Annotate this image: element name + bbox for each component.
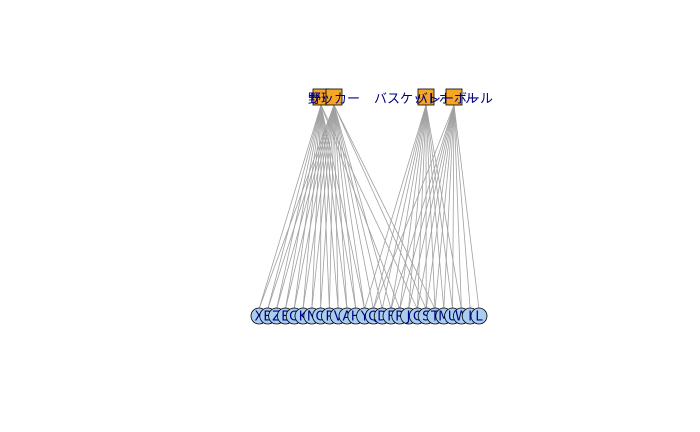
edge-t2-P bbox=[329, 104, 335, 310]
edge-t4-M bbox=[443, 104, 455, 310]
edge-t2-D bbox=[333, 104, 383, 310]
node-L[interactable] bbox=[470, 307, 488, 325]
edge-t4-S bbox=[425, 104, 455, 310]
edge-t1-N bbox=[311, 104, 322, 310]
node-label-T: T bbox=[430, 310, 439, 325]
edge-t4-L bbox=[453, 104, 480, 310]
node-label-L: L bbox=[475, 310, 483, 325]
node-label-H: H bbox=[351, 310, 361, 325]
node-label-U: U bbox=[448, 310, 458, 325]
node-label-P: P bbox=[325, 310, 333, 325]
edge-t3-U bbox=[425, 104, 453, 310]
edge-t1-E bbox=[285, 104, 322, 310]
edge-t3-M bbox=[425, 104, 445, 310]
edge-t4-F bbox=[390, 104, 455, 310]
edge-t2-E bbox=[285, 104, 335, 310]
category-label-t2: サッカー bbox=[308, 92, 360, 107]
edge-t2-A bbox=[333, 104, 348, 310]
edge-t3-D bbox=[381, 104, 427, 310]
edge-t3-F bbox=[390, 104, 427, 310]
edge-t2-Y bbox=[333, 104, 365, 310]
node-label-K: K bbox=[299, 310, 308, 325]
node-label-O: O bbox=[315, 310, 325, 325]
edge-t2-S bbox=[333, 104, 427, 310]
category-node-t2[interactable] bbox=[325, 88, 343, 106]
edge-t1-B bbox=[267, 104, 322, 310]
edge-t2-H bbox=[333, 104, 357, 310]
edge-t2-Q bbox=[333, 104, 374, 310]
edge-t3-W bbox=[425, 104, 462, 310]
edge-t2-Z bbox=[276, 104, 335, 310]
node-label-S: S bbox=[422, 310, 430, 325]
edge-t2-B bbox=[267, 104, 335, 310]
node-label-F: F bbox=[387, 310, 394, 325]
edge-t1-K bbox=[302, 104, 322, 310]
edge-t2-O bbox=[320, 104, 335, 310]
edge-t3-J bbox=[408, 104, 427, 310]
edge-t2-V bbox=[333, 104, 339, 310]
edge-t1-X bbox=[258, 104, 322, 310]
edge-t4-C bbox=[417, 104, 455, 310]
category-node-t3[interactable] bbox=[417, 88, 435, 106]
edge-t2-X bbox=[258, 104, 335, 310]
edge-t4-R bbox=[399, 104, 455, 310]
node-label-V: V bbox=[334, 310, 343, 325]
node-label-D: D bbox=[377, 310, 387, 325]
edge-t1-H bbox=[320, 104, 357, 310]
edge-t4-J bbox=[408, 104, 455, 310]
node-label-N: N bbox=[307, 310, 317, 325]
edge-t3-Q bbox=[373, 104, 427, 310]
top-node-layer: 野球サッカーバスケットボールバレーボール bbox=[308, 88, 493, 107]
edge-t4-U bbox=[452, 104, 455, 310]
node-label-I: I bbox=[468, 310, 472, 325]
edge-t4-I bbox=[453, 104, 471, 310]
node-label-G: G bbox=[289, 310, 299, 325]
edge-t2-K bbox=[302, 104, 335, 310]
edge-t4-T bbox=[434, 104, 455, 310]
edge-t4-Q bbox=[373, 104, 455, 310]
node-label-E: E bbox=[281, 310, 289, 325]
edge-layer bbox=[258, 104, 480, 310]
edge-t3-R bbox=[399, 104, 427, 310]
node-label-M: M bbox=[438, 310, 449, 325]
edge-t3-C bbox=[417, 104, 427, 310]
edge-t1-V bbox=[320, 104, 339, 310]
edge-t1-P bbox=[320, 104, 330, 310]
edge-t2-T bbox=[333, 104, 436, 310]
edge-t3-T bbox=[425, 104, 436, 310]
edge-t2-N bbox=[311, 104, 335, 310]
edge-t4-W bbox=[453, 104, 462, 310]
node-label-C: C bbox=[413, 310, 422, 325]
category-label-t4: バレーボール bbox=[415, 92, 493, 107]
node-label-Y: Y bbox=[360, 310, 369, 325]
edge-t1-Y bbox=[320, 104, 365, 310]
edge-t1-G bbox=[293, 104, 322, 310]
edge-t2-F bbox=[333, 104, 392, 310]
edge-t3-Y bbox=[364, 104, 427, 310]
edge-t2-G bbox=[293, 104, 335, 310]
node-label-Q: Q bbox=[368, 310, 378, 325]
category-node-t4[interactable] bbox=[445, 88, 463, 106]
node-label-X: X bbox=[255, 310, 264, 325]
node-label-A: A bbox=[343, 310, 352, 325]
node-label-R: R bbox=[395, 310, 404, 325]
node-label-J: J bbox=[406, 310, 411, 325]
node-label-Z: Z bbox=[272, 310, 281, 325]
node-label-B: B bbox=[263, 310, 272, 325]
edge-t1-A bbox=[320, 104, 348, 310]
edge-t1-Z bbox=[276, 104, 322, 310]
